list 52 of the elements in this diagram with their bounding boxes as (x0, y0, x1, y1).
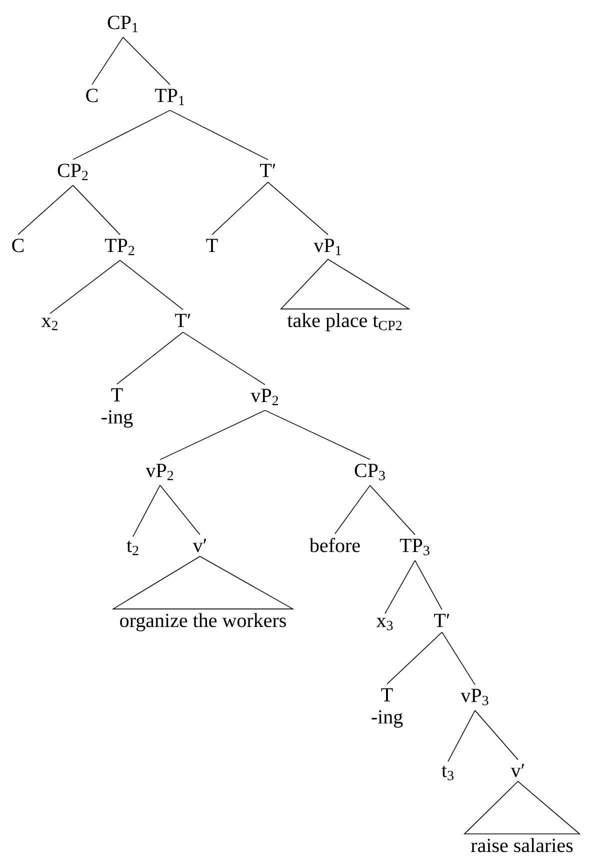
branch-line (370, 485, 416, 536)
branch-line (18, 184, 74, 235)
category-label: CP$_{1}$ (108, 16, 138, 32)
branch-line (414, 560, 442, 610)
category-label: t$_{3}$ (442, 766, 454, 780)
category-label: vP$_{2}$ (146, 464, 174, 480)
branch-line (72, 184, 120, 236)
category-label: TP$_{2}$ (104, 238, 134, 256)
branch-line (268, 182, 328, 236)
category-label: before (309, 538, 360, 552)
branch-line (132, 484, 160, 537)
category-label: x$_{3}$ (376, 618, 393, 630)
category-label: CP$_{2}$ (58, 164, 88, 180)
branch-line (334, 485, 370, 534)
category-label: C (86, 88, 98, 102)
branch-line (182, 332, 266, 386)
category-label: vP$_{3}$ (460, 688, 488, 706)
branch-line (212, 182, 268, 236)
branch-line (72, 110, 170, 160)
branch-line (160, 484, 200, 536)
branch-line (474, 710, 518, 760)
branch-line (92, 36, 124, 85)
category-label: T -ing (372, 688, 403, 728)
category-label: T′ (175, 314, 190, 327)
branch-line (122, 36, 170, 86)
branch-line (170, 110, 268, 160)
category-label: CP$_{3}$ (354, 464, 385, 480)
category-label: vP$_{2}$ (250, 388, 278, 406)
branch-line (160, 410, 266, 460)
branch-line (384, 560, 416, 614)
branch-line (442, 632, 476, 686)
phrase-label: raise salaries (471, 838, 573, 852)
category-label: vP$_{1}$ (314, 238, 341, 256)
category-label: v′ (192, 538, 206, 552)
category-label: TP$_{3}$ (400, 538, 430, 556)
category-label: T′ (434, 614, 450, 627)
branch-line (264, 410, 370, 460)
category-label: TP$_{1}$ (154, 88, 184, 106)
branch-line (120, 260, 184, 310)
category-label: T′ (260, 164, 276, 177)
category-label: C (12, 238, 24, 252)
branch-line (50, 260, 120, 314)
category-label: T (206, 238, 218, 252)
category-label: T -ing (102, 388, 133, 428)
branch-line (386, 632, 442, 684)
category-label: x$_{2}$ (41, 318, 58, 330)
branch-line (448, 710, 476, 762)
branch-line (116, 332, 184, 384)
category-label: t$_{2}$ (126, 540, 138, 556)
phrase-label: take place t$_{CP2}$ (287, 313, 402, 332)
category-label: v′ (510, 764, 524, 778)
phrase-label: organize the workers (120, 613, 286, 632)
